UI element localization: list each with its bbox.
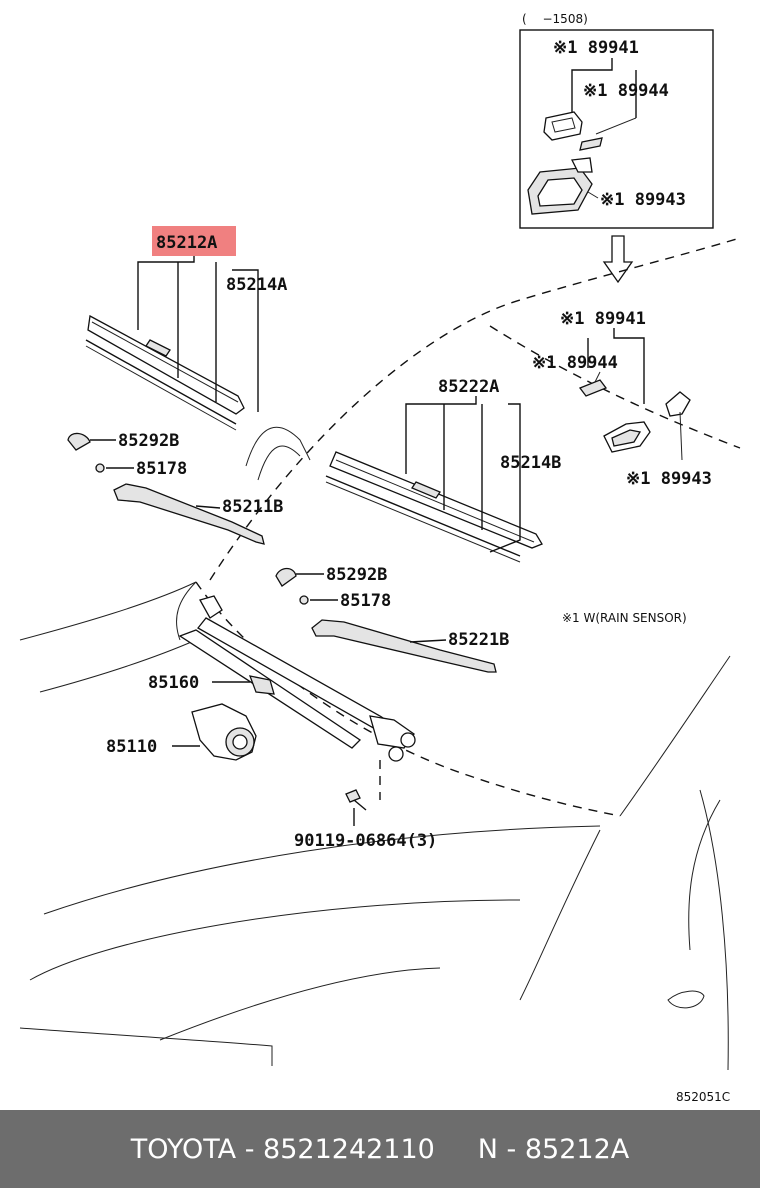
rain-sensor-part <box>527 157 593 215</box>
label-85292B-left[interactable]: 85292B <box>118 431 179 451</box>
inset-label-89943[interactable]: ※1 89943 <box>600 190 686 210</box>
sensor-label-89943[interactable]: ※1 89943 <box>626 469 712 489</box>
cap-right-part <box>275 567 297 587</box>
inset-note: ( −1508) <box>522 12 588 26</box>
label-85178-right[interactable]: 85178 <box>340 591 391 611</box>
label-90119-06864[interactable]: 90119-06864(3) <box>294 831 437 851</box>
label-85292B-right[interactable]: 85292B <box>326 565 387 585</box>
nut-right-part <box>299 595 309 605</box>
label-85160[interactable]: 85160 <box>148 673 199 693</box>
footnote-rain-sensor: ※1 W(RAIN SENSOR) <box>562 611 687 625</box>
wiper-blade-left <box>85 314 245 431</box>
wiper-arm-left <box>113 483 265 545</box>
wiper-arm-right <box>311 619 497 673</box>
label-85110[interactable]: 85110 <box>106 737 157 757</box>
inset-label-89941[interactable]: ※1 89941 <box>553 38 639 58</box>
label-85211B[interactable]: 85211B <box>222 497 283 517</box>
footer-gap <box>435 1134 478 1165</box>
windshield-outline <box>195 237 741 817</box>
bolt-part <box>345 789 367 811</box>
parts-diagram: ( −1508) ※1 89941 ※1 89944 ※1 89943 <box>19 12 741 1104</box>
highlight-85212A <box>152 226 236 256</box>
footer-brand-part: TOYOTA - 8521242110 <box>130 1133 435 1165</box>
label-85214A[interactable]: 85214A <box>226 275 287 295</box>
wiper-blade-right <box>325 451 543 563</box>
footer-bar: TOYOTA - 8521242110 N - 85212A <box>0 1110 760 1188</box>
sensor-cover-part <box>543 111 603 151</box>
sensor-label-89944[interactable]: ※1 89944 <box>532 353 618 373</box>
label-85178-left[interactable]: 85178 <box>136 459 187 479</box>
nut-left-part <box>95 463 105 473</box>
footer-ref: N - 85212A <box>477 1133 630 1165</box>
label-85212A[interactable]: 85212A <box>156 233 217 253</box>
label-85214B[interactable]: 85214B <box>500 453 561 473</box>
figure-code: 852051C <box>676 1090 730 1104</box>
car-body <box>19 426 731 1071</box>
cap-left-part <box>67 432 91 451</box>
wiper-link-assembly <box>178 595 416 762</box>
inset-label-89944[interactable]: ※1 89944 <box>583 81 669 101</box>
rain-sensor-mounted: ※1 89941 ※1 89944 ※1 89943 <box>532 309 712 489</box>
label-85221B[interactable]: 85221B <box>448 630 509 650</box>
wiper-motor-part <box>191 703 257 761</box>
sensor-label-89941[interactable]: ※1 89941 <box>560 309 646 329</box>
label-85222A[interactable]: 85222A <box>438 377 499 397</box>
inset-box: ( −1508) ※1 89941 ※1 89944 ※1 89943 <box>519 12 714 229</box>
